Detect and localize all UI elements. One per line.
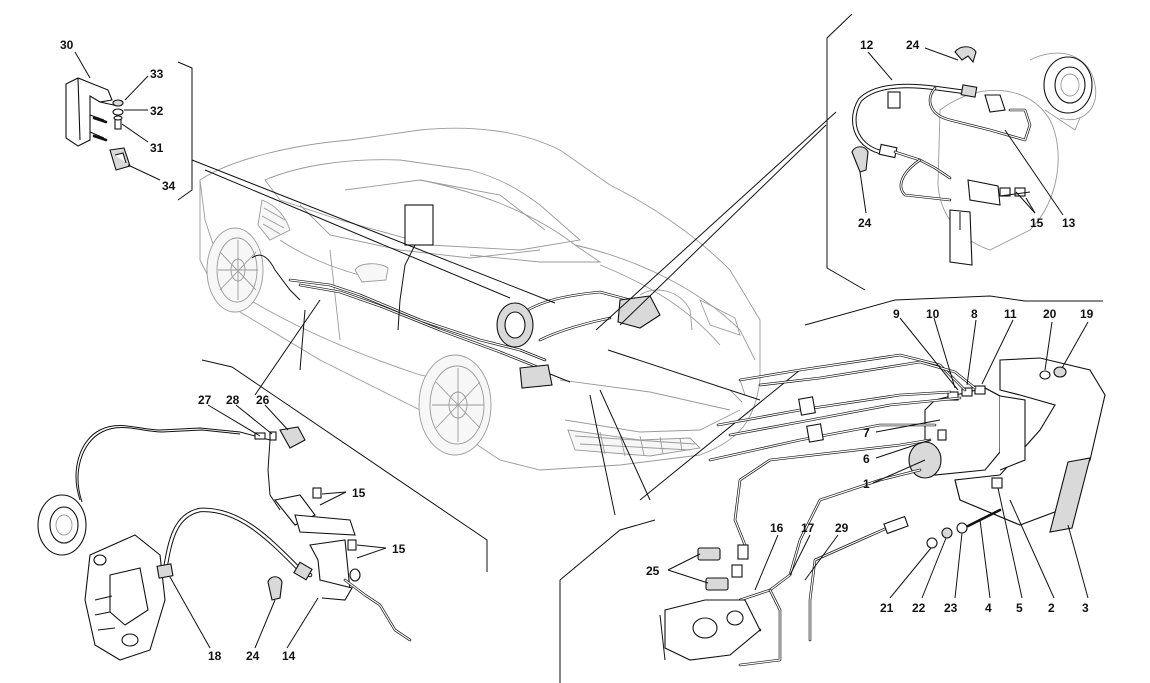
- label-6: 6: [863, 452, 870, 466]
- label-30: 30: [60, 38, 74, 52]
- label-24-top: 24: [906, 38, 920, 52]
- label-3: 3: [1082, 601, 1089, 615]
- label-26: 26: [256, 393, 270, 407]
- label-18: 18: [208, 649, 222, 663]
- label-12: 12: [860, 38, 874, 52]
- label-25: 25: [646, 564, 660, 578]
- front-hose-detail: [851, 46, 1097, 266]
- label-7: 7: [863, 426, 870, 440]
- label-11: 11: [1004, 307, 1017, 321]
- label-33: 33: [150, 67, 164, 81]
- label-9: 9: [893, 307, 900, 321]
- label-24-bottomleft: 24: [246, 649, 260, 663]
- label-15-topright: 15: [1030, 216, 1044, 230]
- label-8: 8: [971, 307, 978, 321]
- label-5: 5: [1016, 601, 1023, 615]
- label-32: 32: [150, 104, 164, 118]
- car-brake-lines: [251, 204, 661, 389]
- label-27: 27: [198, 393, 212, 407]
- label-17: 17: [801, 521, 815, 535]
- label-22: 22: [912, 601, 926, 615]
- part-number-labels: 30 33 32 31 34 12 24 24 15 13 9 10 8 11 …: [60, 38, 1094, 663]
- label-34: 34: [162, 179, 176, 193]
- label-1: 1: [863, 477, 870, 491]
- label-21: 21: [880, 601, 894, 615]
- leader-lines: [191, 111, 837, 516]
- label-15-bottomleft-b: 15: [392, 542, 406, 556]
- label-23: 23: [944, 601, 958, 615]
- label-29: 29: [835, 521, 849, 535]
- label-28: 28: [226, 393, 240, 407]
- label-10: 10: [926, 307, 940, 321]
- label-14: 14: [282, 649, 296, 663]
- bracket-assembly: [65, 51, 161, 181]
- label-16: 16: [770, 521, 784, 535]
- label-19: 19: [1080, 307, 1094, 321]
- label-13: 13: [1062, 216, 1076, 230]
- label-4: 4: [985, 601, 992, 615]
- car-illustration: [199, 127, 761, 471]
- abs-assembly: [659, 317, 1106, 667]
- label-20: 20: [1043, 307, 1057, 321]
- detail-frames: [177, 13, 1103, 683]
- label-24-topright: 24: [858, 216, 872, 230]
- label-31: 31: [150, 141, 164, 155]
- label-2: 2: [1048, 601, 1055, 615]
- rear-caliper-detail: [37, 404, 412, 661]
- label-15-bottomleft-a: 15: [352, 486, 366, 500]
